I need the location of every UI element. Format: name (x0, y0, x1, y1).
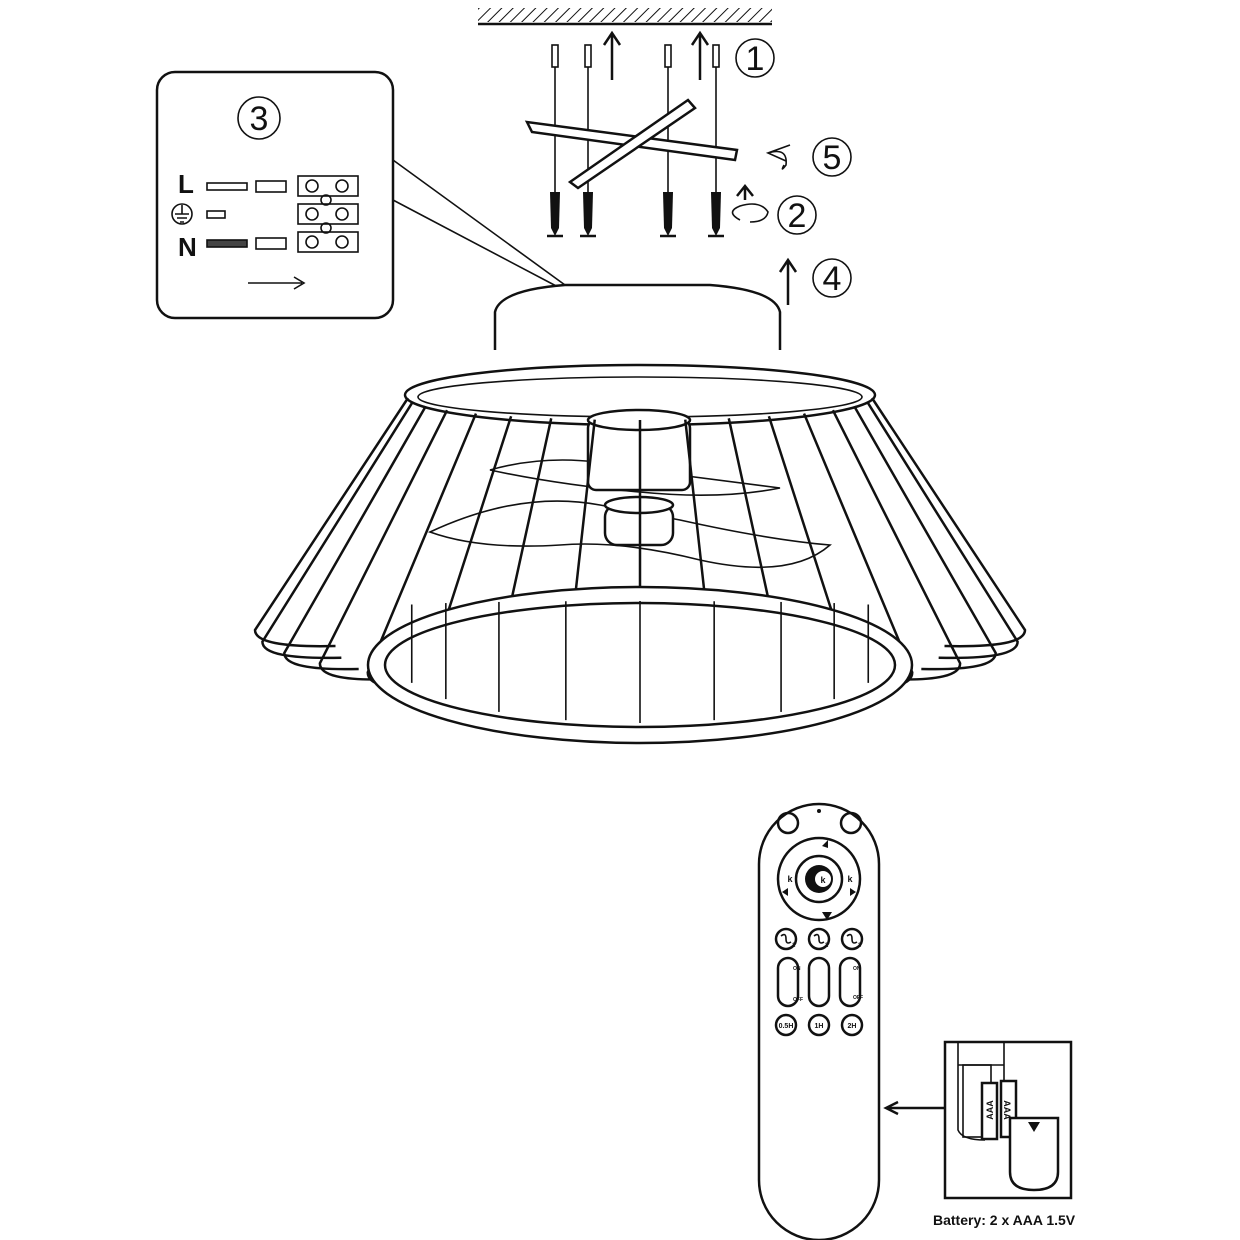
fan-speed-2-button[interactable] (807, 927, 831, 951)
fan-speed-1-button[interactable] (774, 927, 798, 951)
step-2: 2 (788, 197, 807, 235)
speed-label: 2 (825, 943, 829, 949)
night-mode-button[interactable] (839, 811, 863, 835)
ceiling-fan (253, 283, 1027, 745)
dpad[interactable] (776, 836, 862, 922)
speed-label: 3 (858, 943, 862, 949)
step-4: 4 (823, 260, 842, 298)
cage-bar (853, 405, 997, 671)
timer-label: 0.5H (779, 1023, 794, 1030)
timer-label: 2H (848, 1023, 857, 1030)
ceiling (478, 8, 772, 26)
step-labels: 1 2 4 5 (735, 38, 852, 298)
right-button-label: k (847, 874, 853, 884)
step-3: 3 (250, 100, 269, 138)
battery-caption: Battery: 2 x AAA 1.5V (933, 1212, 1076, 1228)
center-button-label: k (820, 875, 826, 885)
power-button[interactable] (776, 811, 800, 835)
mounting-bracket (524, 98, 739, 190)
direction-button[interactable] (807, 956, 831, 1008)
screw (550, 192, 560, 236)
battery-2-label: AAA (1002, 1100, 1012, 1120)
off-label: OFF (853, 995, 863, 1001)
timer-button[interactable] (774, 1013, 798, 1037)
battery-1-label: AAA (985, 1100, 995, 1120)
light-on-label: ON (793, 966, 801, 972)
cage-bar (261, 401, 414, 660)
anchors-and-screws (547, 44, 724, 238)
wall-anchor (664, 44, 672, 68)
left-button-label: k (787, 874, 793, 884)
wall-anchor (584, 44, 592, 68)
cage-bar (870, 397, 1027, 648)
timer-button[interactable] (807, 1013, 831, 1037)
cage-bar (866, 401, 1019, 660)
speed-label: 1 (792, 943, 796, 949)
light-toggle-button[interactable] (776, 956, 800, 1008)
wiring-inset: 3 L N (155, 70, 566, 320)
cage-bar (253, 397, 410, 648)
screw (711, 192, 721, 236)
light-on-off-button[interactable] (838, 956, 862, 1008)
screw (663, 192, 673, 236)
step-5: 5 (823, 139, 842, 177)
timer-label: 1H (815, 1023, 824, 1030)
timer-button[interactable] (840, 1013, 864, 1037)
wall-anchor (551, 44, 559, 68)
battery-inset: AAA AAA Battery: 2 x AAA 1.5V (883, 1040, 1076, 1228)
fan-speed-3-button[interactable] (840, 927, 864, 951)
step-1: 1 (746, 40, 765, 78)
battery-cover (1008, 1116, 1060, 1192)
wall-anchor (712, 44, 720, 68)
up-arrows (602, 30, 798, 305)
light-off-label: OFF (793, 997, 803, 1003)
live-label: L (178, 169, 194, 199)
neutral-label: N (178, 232, 197, 262)
on-label: ON (853, 966, 861, 972)
remote-control: k k k 1 2 3 ON OFF ON OFF 0.5H 1H 2H (757, 802, 881, 1240)
screw (583, 192, 593, 236)
cage-bar (283, 405, 427, 671)
ground-icon (171, 203, 193, 225)
